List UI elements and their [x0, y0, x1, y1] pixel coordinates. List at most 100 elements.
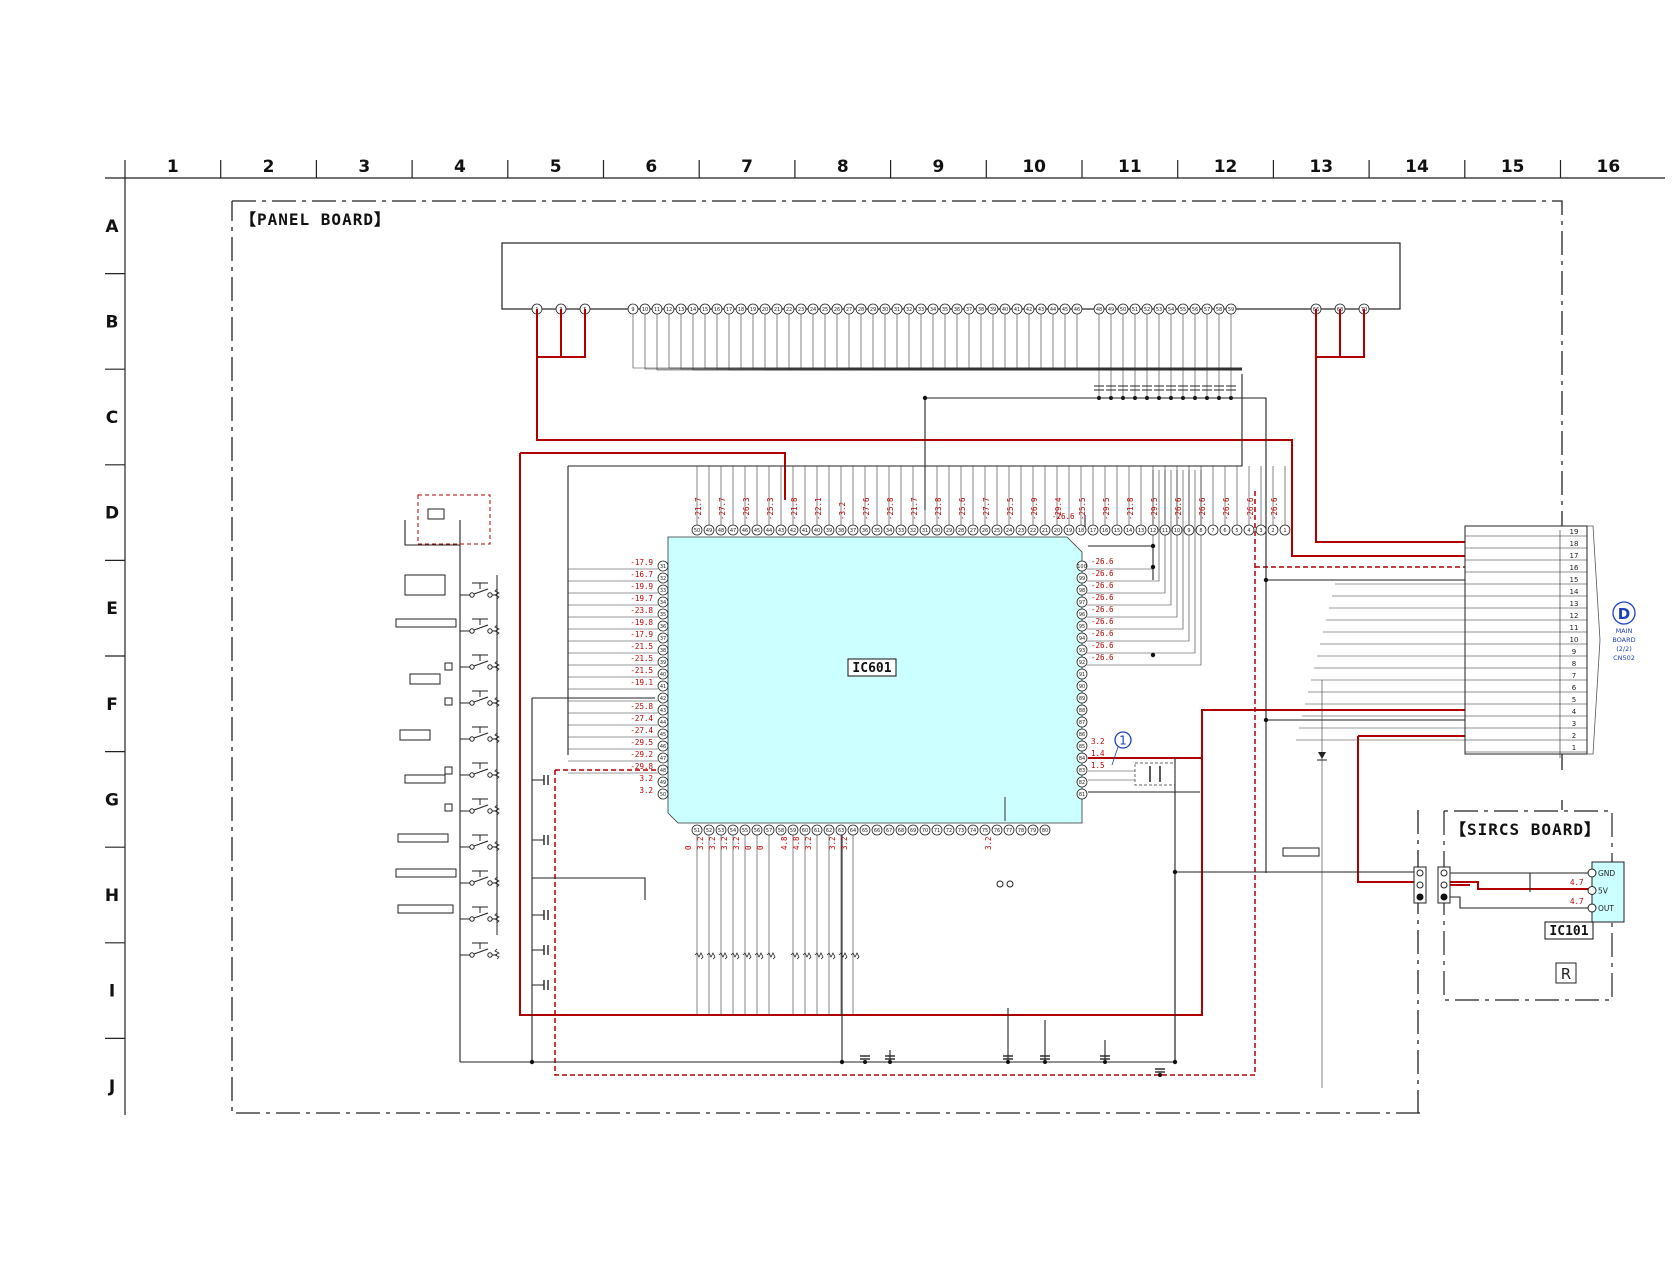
ic-right-pin — [1076, 584, 1088, 596]
ic-top-pin — [835, 524, 847, 536]
ic-left-voltage: -21.5 — [630, 666, 653, 675]
junction-dot — [1006, 1060, 1010, 1064]
ic-top-voltage: -27.6 — [862, 497, 871, 520]
ic-top-pin-number: 8 — [1199, 528, 1202, 534]
ic-top-voltage: -25.5 — [1078, 497, 1087, 520]
test-point — [996, 880, 1004, 888]
ic-bottom-voltage: 3.2 — [984, 836, 993, 850]
ic-top-pin — [763, 524, 775, 536]
ic-left-pin-number: 41 — [660, 684, 666, 690]
ic-right-pin — [1076, 632, 1088, 644]
ic-left-pin — [657, 728, 669, 740]
ic-left-pin — [657, 716, 669, 728]
ic-bottom-pin-number: 58 — [778, 828, 784, 834]
ic-top-voltage: -26.6 — [1246, 497, 1255, 520]
ic-top-pin — [1003, 524, 1015, 536]
ic-top-voltage: -23.8 — [934, 497, 943, 520]
ic-bottom-pin-number: 76 — [994, 828, 1000, 834]
sircs-board-outline — [1443, 810, 1613, 1001]
connector-pin-number: 17 — [1570, 552, 1579, 560]
ic-bottom-pin — [1027, 824, 1039, 836]
ic-bottom-wires — [694, 835, 860, 1015]
bus-wire — [884, 314, 1242, 369]
connector-pin-number: 18 — [1570, 540, 1579, 548]
ic-right-pin — [1076, 620, 1088, 632]
column-label: 12 — [1214, 157, 1238, 177]
switch-contact — [487, 700, 493, 706]
ic-top-pin-number: 19 — [1066, 528, 1072, 534]
ic-top-pin — [1159, 524, 1171, 536]
connector-pin-number: 16 — [1570, 564, 1579, 572]
ic-top-pin — [727, 524, 739, 536]
test-point — [1006, 880, 1014, 888]
ic-top-pin — [787, 524, 799, 536]
resistor — [730, 952, 740, 960]
connector-pin-number: 1 — [1572, 744, 1576, 752]
ic-bottom-voltage: 3.2 — [708, 836, 717, 850]
switch-contact — [487, 772, 493, 778]
display-pin-number: 34 — [930, 307, 936, 313]
column-label: 10 — [1022, 157, 1046, 177]
junction-dot — [922, 395, 928, 401]
ic-bottom-voltage: 0 — [684, 845, 693, 850]
ic-top-pin-number: 44 — [766, 528, 772, 534]
ic-right-pin-number: 97 — [1079, 600, 1085, 606]
ic-bottom-pin — [919, 824, 931, 836]
display-pin-number: 36 — [954, 307, 960, 313]
ic-right-voltage: -26.6 — [1091, 629, 1114, 638]
ic-top-pin-number: 41 — [802, 528, 808, 534]
ic-top-pin — [799, 524, 811, 536]
column-label: 3 — [358, 157, 370, 177]
bus-wire — [1076, 314, 1242, 370]
ic-top-pin-number: 4 — [1247, 528, 1250, 534]
row-label: A — [105, 217, 119, 237]
ic-left-voltage: -27.4 — [630, 726, 653, 735]
ic601-left-pins: 31-17.932-16.733-19.934-19.735-23.836-19… — [630, 558, 669, 800]
ic-top-pin — [823, 524, 835, 536]
row-label: F — [106, 695, 118, 715]
ic-bottom-voltage: 3.2 — [696, 836, 705, 850]
ic-top-pin-number: 3 — [1259, 528, 1262, 534]
row-label: I — [109, 982, 115, 1002]
ic-top-pin — [1279, 524, 1291, 536]
ic-top-pin — [1087, 524, 1099, 536]
ic-top-pin-number: 45 — [754, 528, 760, 534]
display-pin-number: 27 — [846, 307, 852, 313]
connector-pin-number: 15 — [1570, 576, 1579, 584]
ic101-body — [1591, 861, 1625, 923]
display-pin-number: 24 — [810, 307, 816, 313]
ic-bottom-pin — [943, 824, 955, 836]
ic-top-pin — [1027, 524, 1039, 536]
ic601-label-box — [847, 658, 897, 677]
ic-top-voltage: -26.6 — [1198, 497, 1207, 520]
ic-right-pin-number: 100 — [1077, 564, 1087, 570]
ic-top-pin — [1243, 524, 1255, 536]
svg-text:BOARD: BOARD — [1612, 636, 1635, 644]
ic-top-pin-number: 47 — [730, 528, 736, 534]
ic-right-pin-number: 99 — [1079, 576, 1085, 582]
ic-left-voltage: -29.2 — [630, 750, 653, 759]
ic-bottom-pin-number: 59 — [790, 828, 796, 834]
ic-top-pin-number: 14 — [1126, 528, 1132, 534]
key-label-box — [397, 904, 454, 914]
ic-right-pin — [1076, 752, 1088, 764]
bus-wire — [656, 314, 1242, 371]
bus-wire — [752, 314, 1242, 370]
ic-right-pin-number: 90 — [1079, 684, 1085, 690]
key-switches — [459, 575, 500, 960]
ic-bottom-pin-number: 55 — [742, 828, 748, 834]
bus-wire — [740, 314, 1242, 369]
ic-left-voltage: -21.5 — [630, 654, 653, 663]
switch-contact — [487, 844, 493, 850]
ic-bottom-pin — [991, 824, 1003, 836]
ic-bottom-voltage: 3.2 — [840, 836, 849, 850]
ic-left-pin-number: 50 — [660, 792, 666, 798]
display-bus-wires — [632, 314, 1242, 400]
key-label-box — [409, 673, 441, 685]
display-pin-number: 50 — [1120, 307, 1126, 313]
